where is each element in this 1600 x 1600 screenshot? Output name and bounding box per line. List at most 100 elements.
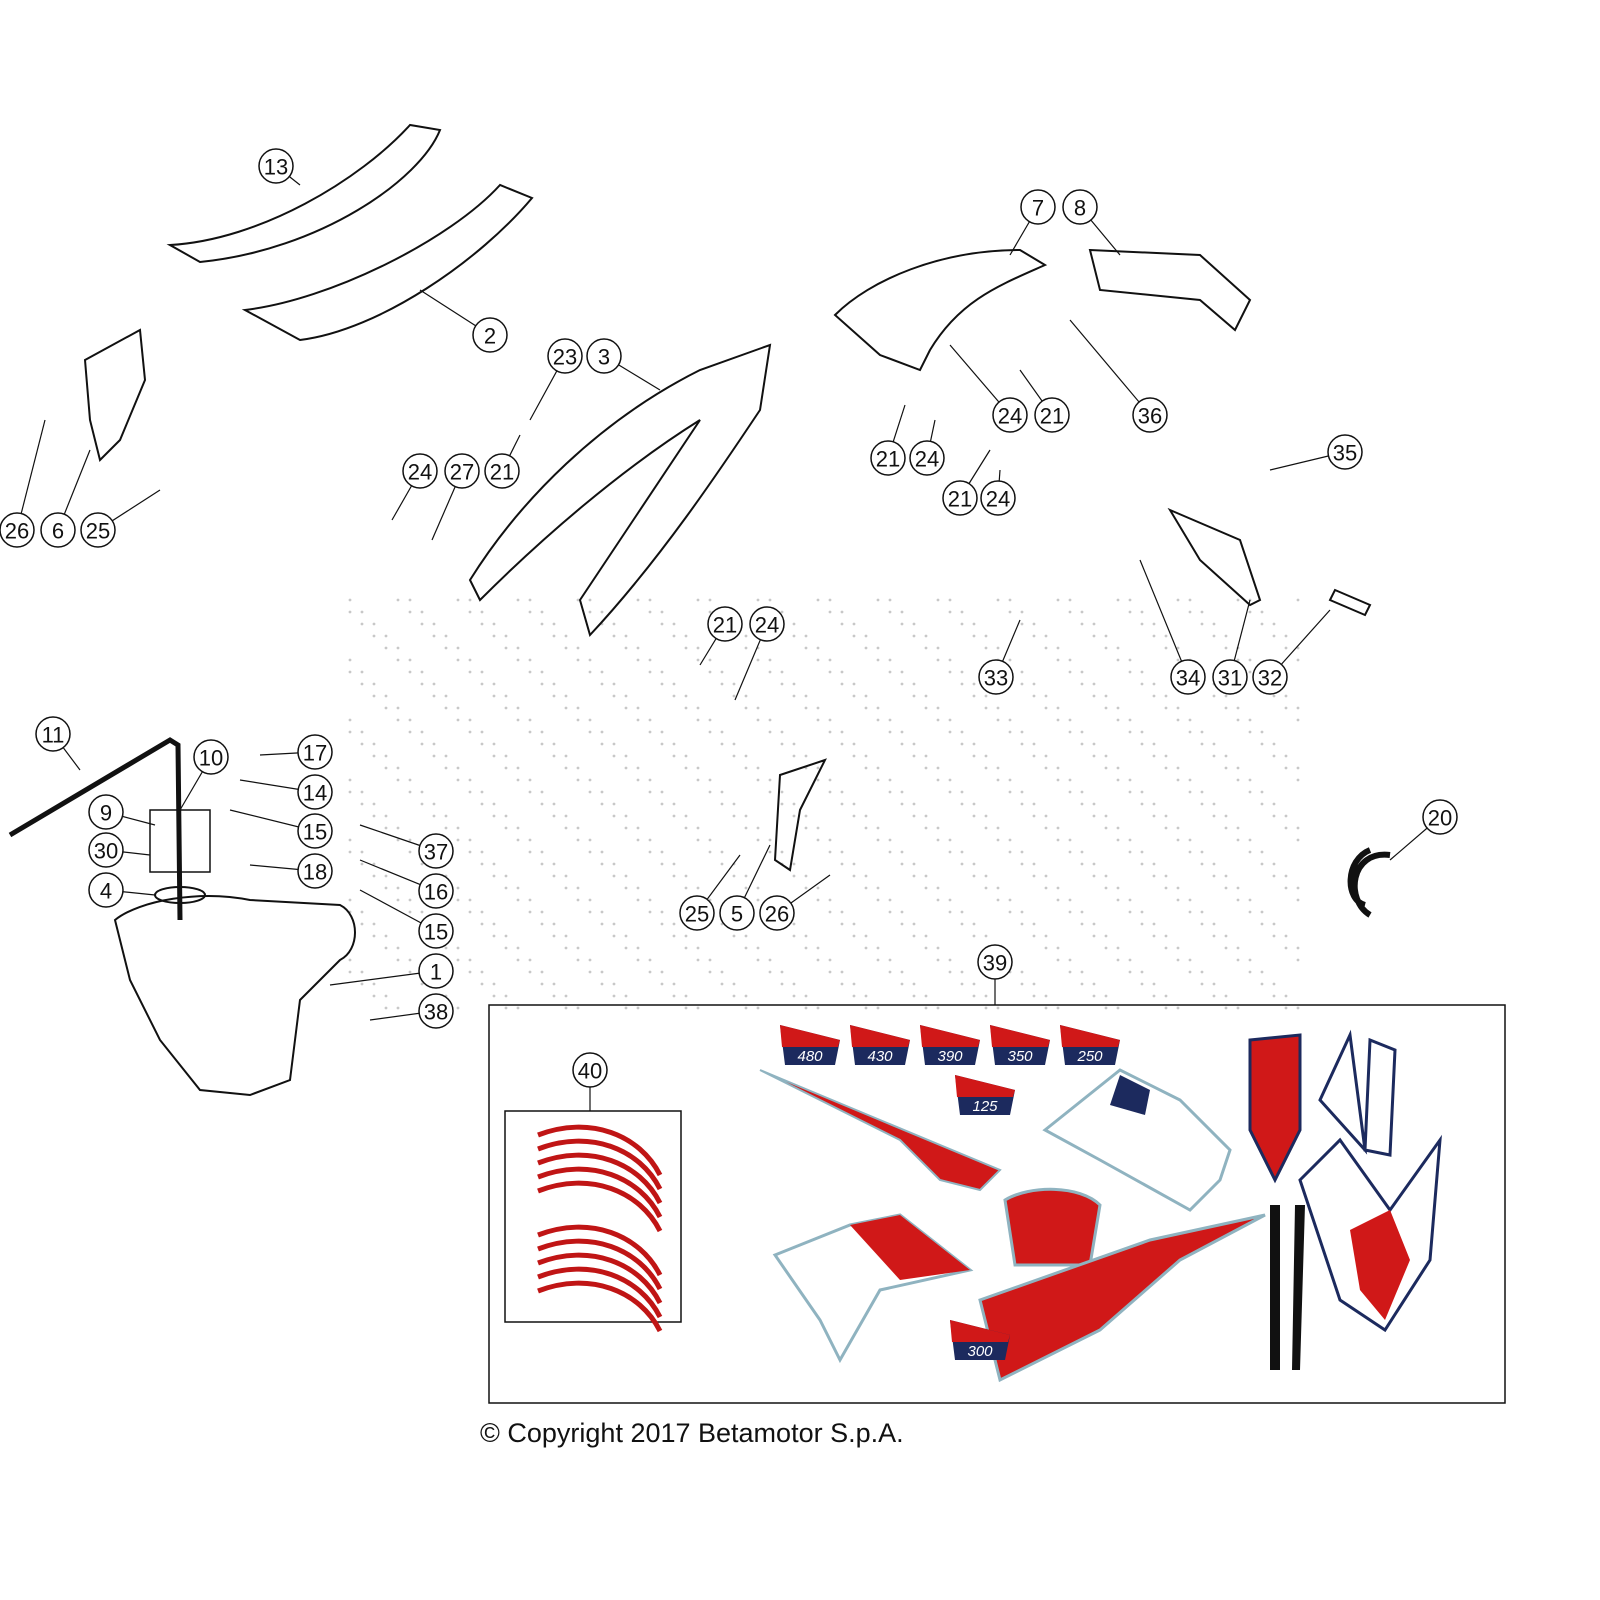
callout-26[interactable]: 26	[759, 895, 795, 931]
callout-circle	[297, 853, 333, 889]
bracket-5[interactable]	[773, 758, 827, 872]
rim-sticker-strip	[537, 1124, 663, 1177]
callout-33[interactable]: 33	[978, 659, 1014, 695]
callout-circle	[679, 895, 715, 931]
decal-300[interactable]: 300	[950, 1320, 1010, 1360]
callout-26[interactable]: 26	[0, 512, 35, 548]
callout-circle	[193, 739, 229, 775]
callout-32[interactable]: 32	[1252, 659, 1288, 695]
callout-40[interactable]: 40	[572, 1052, 608, 1088]
callout-24[interactable]: 24	[992, 397, 1028, 433]
callout-21[interactable]: 21	[1034, 397, 1070, 433]
callout-9[interactable]: 9	[88, 794, 124, 830]
rear-fender-7[interactable]	[833, 248, 1048, 372]
callout-label: 18	[303, 860, 327, 885]
callout-circle	[707, 606, 743, 642]
callout-circle	[1327, 434, 1363, 470]
callout-10[interactable]: 10	[193, 739, 229, 775]
callout-25[interactable]: 25	[80, 512, 116, 548]
rim-sticker-strip	[537, 1152, 663, 1205]
callout-circle	[572, 1052, 608, 1088]
callout-label: 36	[1138, 404, 1162, 429]
callout-8[interactable]: 8	[1062, 189, 1098, 225]
callout-label: 23	[553, 345, 577, 370]
license-plate-holder-31[interactable]	[1167, 507, 1262, 607]
callout-20[interactable]: 20	[1422, 799, 1458, 835]
callout-5[interactable]: 5	[719, 895, 755, 931]
decal-kit[interactable]: 480 430 390 350 250 125 300	[759, 1025, 1442, 1383]
callout-24[interactable]: 24	[402, 453, 438, 489]
callout-17[interactable]: 17	[297, 734, 333, 770]
cable-tie-20[interactable]	[1347, 847, 1391, 918]
fuel-tank-1[interactable]	[113, 895, 356, 1097]
callout-25[interactable]: 25	[679, 895, 715, 931]
callout-39[interactable]: 39	[977, 944, 1013, 980]
callout-34[interactable]: 34	[1170, 659, 1206, 695]
callout-circle	[909, 440, 945, 476]
callout-27[interactable]: 27	[444, 453, 480, 489]
decal-430[interactable]: 430	[850, 1025, 910, 1065]
callout-label: 33	[984, 666, 1008, 691]
callout-6[interactable]: 6	[40, 512, 76, 548]
decal-250[interactable]: 250	[1060, 1025, 1120, 1065]
callout-35[interactable]: 35	[1327, 434, 1363, 470]
breather-pipe-11[interactable]	[8, 737, 183, 921]
parts	[8, 123, 1391, 1097]
callout-4[interactable]: 4	[88, 872, 124, 908]
callout-24[interactable]: 24	[749, 606, 785, 642]
callout-24[interactable]: 24	[980, 480, 1016, 516]
callout-36[interactable]: 36	[1132, 397, 1168, 433]
callout-18[interactable]: 18	[297, 853, 333, 889]
callout-circle	[297, 774, 333, 810]
callout-13[interactable]: 13	[258, 148, 294, 184]
rim-sticker-strip	[537, 1138, 663, 1191]
callout-3[interactable]: 3	[586, 338, 622, 374]
rim-sticker-strip	[537, 1252, 663, 1305]
callout-label: 24	[408, 460, 432, 485]
side-panel-6[interactable]	[83, 328, 147, 462]
callout-21[interactable]: 21	[707, 606, 743, 642]
callout-circle	[418, 993, 454, 1029]
side-cover-3[interactable]	[468, 343, 772, 637]
callout-31[interactable]: 31	[1212, 659, 1248, 695]
reflector-32[interactable]	[1328, 588, 1372, 617]
callout-30[interactable]: 30	[88, 832, 124, 868]
callout-37[interactable]: 37	[418, 833, 454, 869]
decal-350[interactable]: 350	[990, 1025, 1050, 1065]
callout-15[interactable]: 15	[418, 913, 454, 949]
decal-size-label: 350	[1007, 1048, 1033, 1065]
callout-24[interactable]: 24	[909, 440, 945, 476]
seat-2[interactable]	[241, 183, 534, 342]
rim-stickers[interactable]	[537, 1124, 663, 1333]
callout-21[interactable]: 21	[942, 480, 978, 516]
callout-21[interactable]: 21	[870, 440, 906, 476]
callout-21[interactable]: 21	[484, 453, 520, 489]
callout-23[interactable]: 23	[547, 338, 583, 374]
callout-label: 7	[1032, 196, 1044, 221]
callout-label: 26	[765, 902, 789, 927]
callout-1[interactable]: 1	[418, 953, 454, 989]
callout-circle	[749, 606, 785, 642]
rear-light-8[interactable]	[1088, 248, 1252, 332]
seat-cover-13[interactable]	[166, 123, 442, 264]
callout-38[interactable]: 38	[418, 993, 454, 1029]
decal-390[interactable]: 390	[920, 1025, 980, 1065]
callout-circle	[88, 872, 124, 908]
callout-circle	[472, 317, 508, 353]
callout-7[interactable]: 7	[1020, 189, 1056, 225]
callout-label: 27	[450, 460, 474, 485]
callout-circle	[88, 832, 124, 868]
decal-480[interactable]: 480	[780, 1025, 840, 1065]
leader-line	[1139, 559, 1189, 678]
callout-label: 35	[1333, 441, 1357, 466]
callout-label: 31	[1218, 666, 1242, 691]
copyright-notice: © Copyright 2017 Betamotor S.p.A.	[480, 1418, 904, 1448]
decal-125[interactable]: 125	[955, 1075, 1015, 1115]
callout-2[interactable]: 2	[472, 317, 508, 353]
callout-14[interactable]: 14	[297, 774, 333, 810]
callout-16[interactable]: 16	[418, 873, 454, 909]
callout-11[interactable]: 11	[35, 716, 71, 752]
callout-15[interactable]: 15	[297, 813, 333, 849]
decal-size-label: 430	[867, 1048, 893, 1065]
